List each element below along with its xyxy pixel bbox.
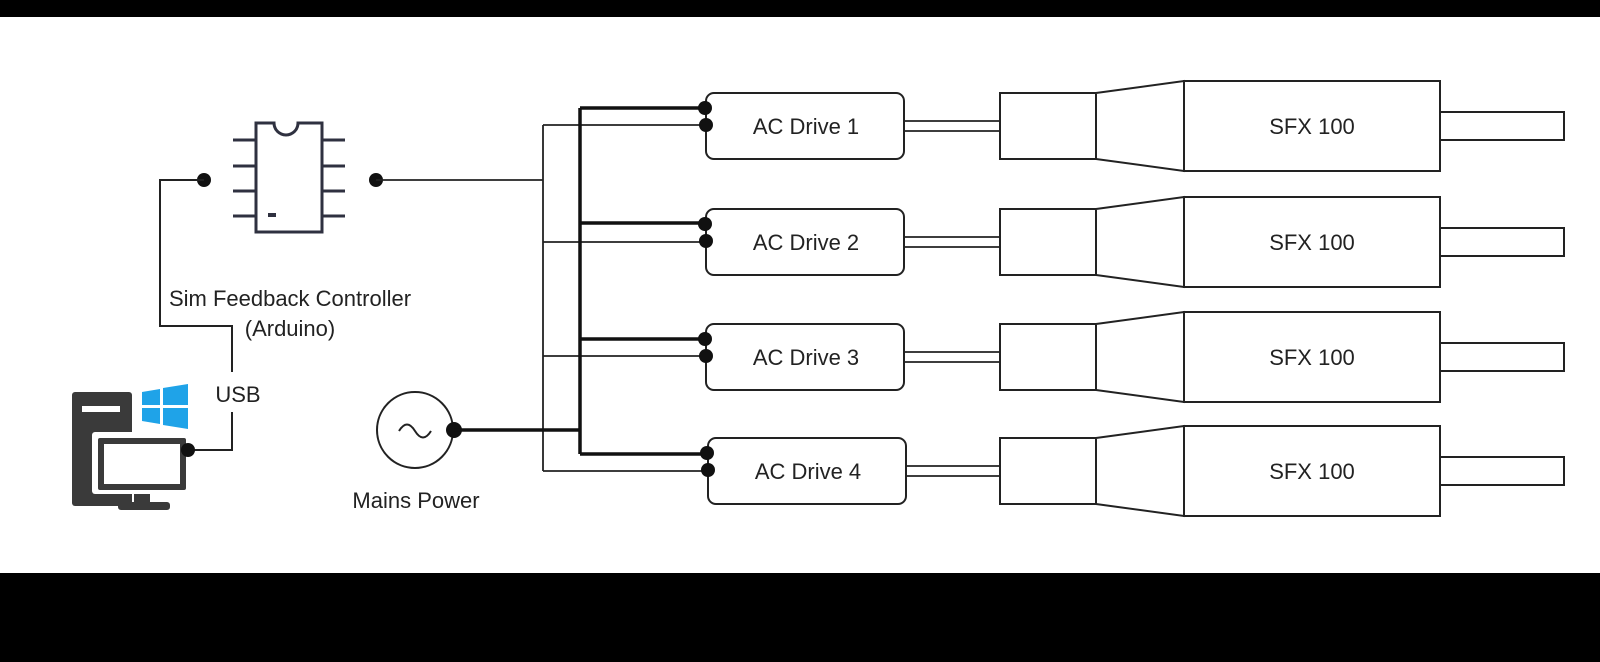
controller-label-line2: (Arduino) [245, 316, 335, 341]
mains-label: Mains Power [352, 488, 479, 513]
drive-signal-terminal [699, 118, 713, 132]
ac-drive-label: AC Drive 3 [753, 345, 859, 370]
actuator-label: SFX 100 [1269, 345, 1355, 370]
actuator-rod [1439, 342, 1565, 372]
ac-source-icon [376, 391, 454, 469]
windows-logo-icon [142, 384, 188, 429]
actuator-coupling [1095, 79, 1185, 173]
actuator-label: SFX 100 [1269, 459, 1355, 484]
actuator-motor [999, 92, 1097, 160]
actuator-body [1183, 311, 1441, 403]
actuator-coupling [1095, 424, 1185, 518]
ac-drive-label: AC Drive 1 [753, 114, 859, 139]
actuator-motor [999, 437, 1097, 505]
drive-power-terminal [698, 332, 712, 346]
drive-signal-terminal [699, 234, 713, 248]
drive-power-terminal [698, 217, 712, 231]
drive-signal-terminal [701, 463, 715, 477]
actuator-body [1183, 425, 1441, 517]
drive-power-terminal [698, 101, 712, 115]
usb-label: USB [215, 382, 260, 407]
drive-row: AC Drive 1 SFX 100 [698, 79, 1565, 173]
actuator-rod [1439, 456, 1565, 486]
actuator-label: SFX 100 [1269, 114, 1355, 139]
microchip-icon [233, 121, 345, 234]
actuator-rod [1439, 111, 1565, 141]
usb-cable [159, 179, 233, 451]
windows-pc-icon [72, 392, 192, 510]
actuator-coupling [1095, 310, 1185, 404]
drive-row: AC Drive 4 SFX 100 [700, 424, 1565, 518]
actuator-motor [999, 323, 1097, 391]
signal-bus [376, 124, 707, 472]
actuator-label: SFX 100 [1269, 230, 1355, 255]
actuator-body [1183, 196, 1441, 288]
actuator-motor [999, 208, 1097, 276]
actuator-body [1183, 80, 1441, 172]
drive-row: AC Drive 2 SFX 100 [698, 195, 1565, 289]
power-bus [454, 106, 707, 456]
ac-drive-label: AC Drive 2 [753, 230, 859, 255]
drive-row: AC Drive 3 SFX 100 [698, 310, 1565, 404]
pc-usb-terminal [181, 443, 195, 457]
controller-label-line1: Sim Feedback Controller [169, 286, 411, 311]
actuator-rod [1439, 227, 1565, 257]
ac-drive-label: AC Drive 4 [755, 459, 861, 484]
drive-power-terminal [700, 446, 714, 460]
actuator-coupling [1095, 195, 1185, 289]
drive-signal-terminal [699, 349, 713, 363]
